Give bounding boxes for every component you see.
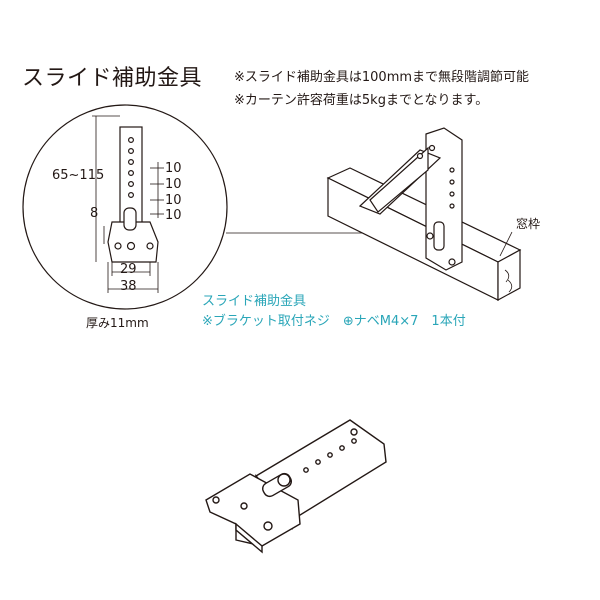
bracket-elevation xyxy=(107,126,159,263)
thickness-label: 厚み11mm xyxy=(86,316,149,330)
window-frame-label: 窓枠 xyxy=(516,217,541,231)
dim-pitch-3: 10 xyxy=(165,193,182,208)
dim-width-inner: 29 xyxy=(120,262,137,277)
dimension-lines xyxy=(92,115,164,293)
detail-circle xyxy=(22,104,228,310)
caption-product-name: スライド補助金具 xyxy=(202,294,307,309)
note-adjustable: ※スライド補助金具は100mmまで無段階調節可能 xyxy=(234,70,530,85)
dim-offset: 8 xyxy=(90,206,99,221)
dim-width-outer: 38 xyxy=(120,279,137,294)
page-title: スライド補助金具 xyxy=(22,66,203,91)
frame-label-leader xyxy=(499,231,513,257)
dim-pitch-4: 10 xyxy=(165,208,182,223)
slide-bracket-product xyxy=(205,419,387,554)
installed-bracket xyxy=(358,127,463,271)
caption-screw-note: ※ブラケット取付ネジ ⊕ナベM4×7 1本付 xyxy=(202,314,466,329)
note-load-limit: ※カーテン許容荷重は5kgまでとなります。 xyxy=(234,93,489,108)
dim-height-range: 65~115 xyxy=(52,168,105,183)
dim-pitch-2: 10 xyxy=(165,177,182,192)
window-frame-beam xyxy=(326,167,522,302)
dim-pitch-1: 10 xyxy=(165,161,182,176)
